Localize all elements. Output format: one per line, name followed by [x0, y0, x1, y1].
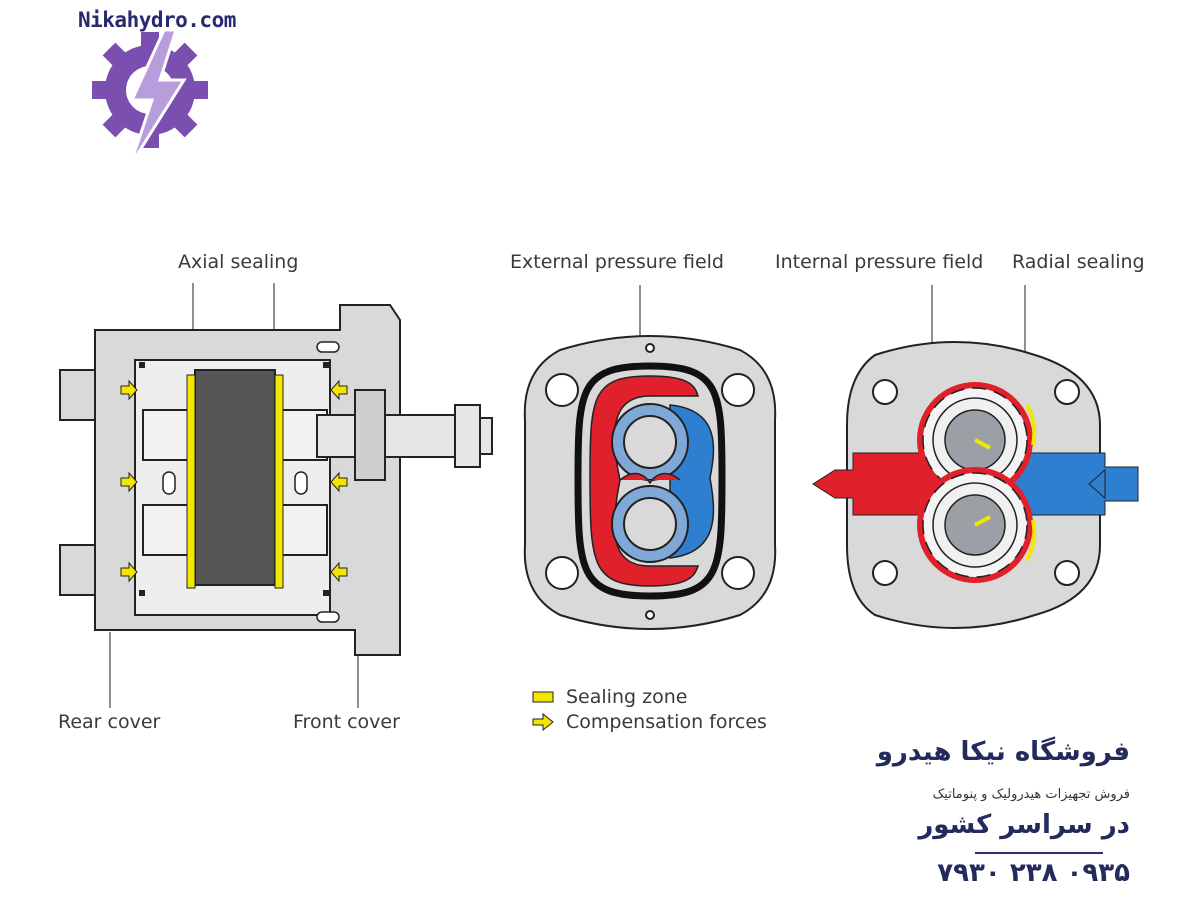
label-front-cover: Front cover — [293, 711, 400, 733]
divider — [975, 852, 1103, 854]
gear-lightning-icon — [92, 28, 208, 167]
label-internal-pressure-field: Internal pressure field — [775, 251, 984, 273]
label-rear-cover: Rear cover — [58, 711, 161, 733]
label-radial-sealing: Radial sealing — [1012, 251, 1145, 273]
label-axial-sealing: Axial sealing — [178, 251, 299, 273]
legend-sealing-zone-label: Sealing zone — [566, 686, 688, 708]
logo-text: Nikahydro.com — [78, 8, 236, 32]
store-coverage: در سراسر کشور — [918, 810, 1130, 840]
sealing-zone-swatch — [532, 691, 554, 703]
internal-pressure-view — [812, 341, 1139, 629]
compensation-arrow-icon — [532, 713, 554, 731]
pump-side-section — [59, 304, 493, 656]
store-phone: ۰۹۳۵ ۲۳۸ ۷۹۳۰ — [937, 858, 1130, 888]
external-pressure-view — [523, 335, 777, 630]
legend-compensation-forces-label: Compensation forces — [566, 711, 767, 733]
legend-compensation-forces: Compensation forces — [532, 711, 767, 733]
store-name: فروشگاه نیکا هیدرو — [876, 737, 1130, 767]
legend-sealing-zone: Sealing zone — [532, 686, 687, 708]
store-tagline: فروش تجهیزات هیدرولیک و پنوماتیک — [932, 787, 1130, 802]
label-external-pressure-field: External pressure field — [510, 251, 724, 273]
